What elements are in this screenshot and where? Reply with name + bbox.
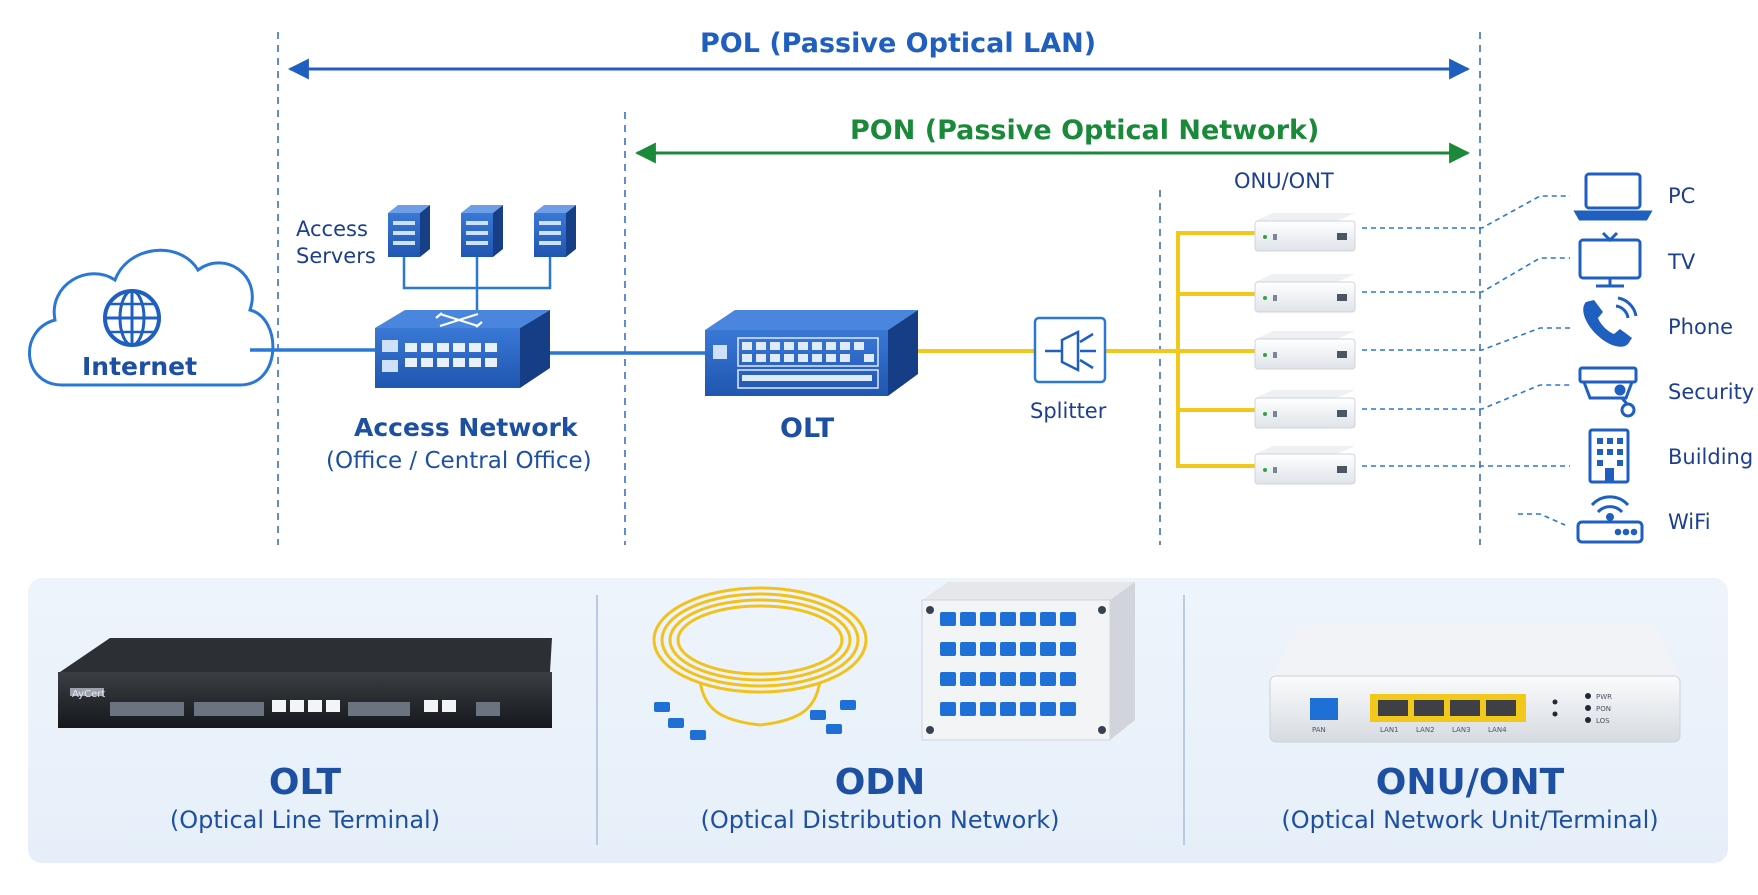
onu-unit-icon	[1254, 446, 1356, 485]
bottom-onu-subtitle: (Optical Network Unit/Terminal)	[1281, 806, 1659, 834]
phone-icon	[1583, 296, 1638, 347]
onu-hardware-photo	[1269, 626, 1681, 743]
onu-unit-icon	[1254, 331, 1356, 370]
bottom-olt-title: OLT	[268, 762, 342, 803]
olt-device-icon	[705, 310, 918, 396]
endpoint-label-tv: TV	[1668, 250, 1696, 274]
endpoint-links	[1362, 195, 1570, 526]
security-camera-icon	[1578, 366, 1638, 418]
laptop-icon	[1573, 172, 1653, 221]
access-servers-icon	[388, 205, 576, 315]
fiber-distribution-tree	[1176, 231, 1258, 468]
onu-units	[1254, 213, 1356, 485]
building-icon	[1588, 428, 1630, 484]
tv-icon	[1578, 231, 1642, 288]
onu-port-label: PAN	[1312, 726, 1326, 734]
onu-led-label: PON	[1596, 705, 1611, 713]
fiber-patch-cord-photo	[652, 586, 868, 740]
onu-ont-label: ONU/ONT	[1234, 169, 1334, 193]
bottom-olt-subtitle: (Optical Line Terminal)	[169, 806, 441, 834]
endpoint-label-wifi: WiFi	[1668, 510, 1711, 534]
wifi-router-icon	[1576, 495, 1644, 544]
panel-divider-2	[1183, 595, 1185, 845]
access-network-sublabel: (Office / Central Office)	[326, 448, 592, 474]
internet-label: Internet	[82, 352, 198, 381]
endpoint-label-pc: PC	[1668, 184, 1696, 208]
bottom-odn-subtitle: (Optical Distribution Network)	[700, 806, 1060, 834]
access-servers-line-1: Access	[296, 217, 368, 241]
onu-port-label: LAN4	[1488, 726, 1507, 734]
onu-unit-icon	[1254, 274, 1356, 313]
olt-brand-text: AyCert	[72, 689, 105, 700]
onu-port-label: LAN2	[1416, 726, 1435, 734]
olt-diagram-label: OLT	[780, 413, 835, 444]
splitter-icon	[1033, 316, 1107, 384]
access-switch-icon	[375, 310, 550, 388]
onu-led-label: PWR	[1596, 693, 1612, 701]
panel-divider-1	[596, 595, 598, 845]
access-servers-line-2: Servers	[296, 244, 376, 268]
endpoint-label-building: Building	[1668, 445, 1754, 469]
onu-unit-icon	[1254, 390, 1356, 429]
internet-cloud-icon	[28, 248, 275, 387]
endpoint-label-security: Security	[1668, 380, 1755, 404]
onu-port-label: LAN3	[1452, 726, 1471, 734]
endpoint-label-phone: Phone	[1668, 315, 1734, 339]
splitter-box-photo	[921, 582, 1135, 741]
olt-hardware-photo	[58, 638, 552, 728]
access-servers-label: Access Servers	[296, 216, 376, 270]
bottom-onu-title: ONU/ONT	[1375, 762, 1565, 803]
pol-label: POL (Passive Optical LAN)	[700, 28, 1097, 59]
access-network-label: Access Network	[354, 413, 578, 442]
bottom-odn-title: ODN	[834, 762, 926, 803]
onu-unit-icon	[1254, 213, 1356, 252]
onu-led-label: LOS	[1596, 717, 1610, 725]
splitter-label: Splitter	[1030, 399, 1107, 423]
onu-port-label: LAN1	[1380, 726, 1399, 734]
pon-label: PON (Passive Optical Network)	[850, 115, 1320, 146]
